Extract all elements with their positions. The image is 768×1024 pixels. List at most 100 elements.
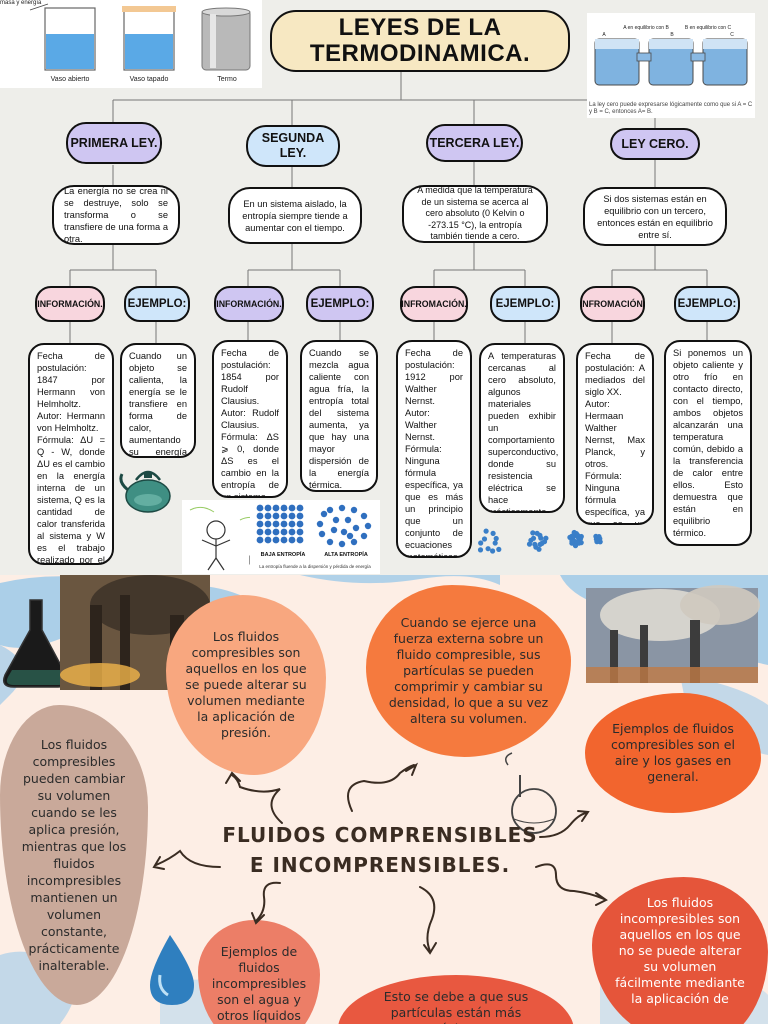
zero-law-caption: La ley cero puede expresarse lógicamente… <box>589 102 753 115</box>
fluids-title: FLUIDOS COMPRENSIBLES E INCOMPRENSIBLES. <box>220 820 540 880</box>
blob-compression-force-text: Cuando se ejerce una fuerza externa sobr… <box>388 615 549 726</box>
blob-incompressible-examples-text: Ejemplos de fluidos incompresibles son e… <box>211 944 307 1023</box>
entropy-particles-illustration <box>256 504 372 548</box>
high-entropy-particle <box>316 520 324 528</box>
spread-particle <box>496 546 502 552</box>
spread-particle <box>485 546 491 552</box>
low-entropy-particle <box>288 520 296 528</box>
spread-particle <box>481 536 488 542</box>
law-first-example-tag: EJEMPLO: <box>124 286 190 322</box>
kettle-icon <box>119 470 171 513</box>
zero-label-ab: A en equilibrio con B <box>623 25 669 31</box>
low-entropy-particle <box>280 536 288 544</box>
blob-particles-reason-text: Esto se debe a que sus partículas están … <box>383 989 529 1024</box>
law-first-example-text: Cuando un objeto se calienta, la energía… <box>129 351 187 457</box>
law-first-info-detail: Fecha de postulación: 1847 por Hermann v… <box>28 343 114 565</box>
law-first-description: La energía no se crea ni se destruye, so… <box>52 185 180 245</box>
vessels-top-caption: masa y energía <box>0 0 42 6</box>
spread-particle <box>490 548 496 554</box>
high-entropy-particle <box>338 540 346 548</box>
law-first-info-tag: INFORMACIÓN. <box>35 286 105 322</box>
low-entropy-particle <box>264 520 272 528</box>
law-zero-example-text: Si ponemos un objeto caliente y otro frí… <box>673 348 743 538</box>
spread-particle <box>478 540 484 546</box>
blob-compressible-definition-text: Los fluidos compresibles son aquellos en… <box>185 629 307 740</box>
blob-incompressible-definition: Los fluidos incompresibles son aquellos … <box>592 877 768 1024</box>
high-entropy-particle <box>320 510 328 518</box>
blob-compressible-examples-text: Ejemplos de fluidos compresibles son el … <box>611 721 735 784</box>
low-entropy-particle <box>256 536 264 544</box>
spread-particle <box>492 540 498 546</box>
low-entropy-particle <box>288 536 296 544</box>
high-entropy-particle <box>326 538 334 546</box>
law-third-description: A medida que la temperatura de un sistem… <box>402 185 548 243</box>
zero-vessel-c: C <box>730 32 734 38</box>
blob-compressible-examples: Ejemplos de fluidos compresibles son el … <box>585 693 761 813</box>
law-zero-example-tag: EJEMPLO: <box>674 286 740 322</box>
particle-spread-illustration <box>477 528 603 554</box>
high-entropy-particle <box>346 532 354 540</box>
zero-label-bc: B en equilibrio con C <box>684 25 732 31</box>
low-entropy-particle <box>296 504 304 512</box>
law-zero-description: Si dos sistemas están en equilibrio con … <box>583 187 727 246</box>
spread-particle <box>477 547 484 553</box>
law-third-example-text: A temperaturas cercanas al cero absoluto… <box>488 351 559 513</box>
vessel-label-lidded: Vaso tapado <box>129 76 169 83</box>
fluids-section: Los fluidos compresibles son aquellos en… <box>0 575 768 1024</box>
main-title-box: LEYES DE LA TERMODINAMICA. <box>270 10 570 72</box>
high-entropy-particle <box>364 522 372 530</box>
law-third-info-detail: Fecha de postulación: 1912 por Walther N… <box>396 340 472 558</box>
low-entropy-particle <box>296 520 304 528</box>
fluids-arrows <box>152 762 608 955</box>
spread-particle <box>572 543 579 549</box>
high-entropy-particle <box>332 516 340 524</box>
low-entropy-particle <box>280 504 288 512</box>
vessel-label-thermos: Termo <box>217 76 237 83</box>
law-third-example-tag: EJEMPLO: <box>490 286 560 322</box>
low-entropy-particle <box>288 504 296 512</box>
blob-compressible-definition: Los fluidos compresibles son aquellos en… <box>166 595 326 775</box>
low-entropy-label: BAJA ENTROPÍA <box>260 552 306 558</box>
spread-particle <box>539 540 545 546</box>
low-entropy-particle <box>264 512 272 520</box>
high-entropy-particle <box>350 506 358 514</box>
zero-vessel-a: A <box>602 32 606 38</box>
low-entropy-particle <box>272 504 280 512</box>
low-entropy-particle <box>256 528 264 536</box>
law-third-example-detail: A temperaturas cercanas al cero absoluto… <box>479 343 565 513</box>
law-third-info-tag: INFROMACIÓN. <box>400 286 468 322</box>
law-first-example-detail: Cuando un objeto se calienta, la energía… <box>120 343 196 458</box>
law-second-info-tag: INFORMACIÓN. <box>214 286 284 322</box>
law-zero-example-detail: Si ponemos un objeto caliente y otro frí… <box>664 340 752 546</box>
vessels-image: masa y energía Vaso abierto Vaso tapado … <box>0 0 262 88</box>
high-entropy-particle <box>344 516 352 524</box>
law-zero-info-text: Fecha de postulación: A mediados del sig… <box>585 351 645 525</box>
zero-vessel-b: B <box>670 32 674 38</box>
high-entropy-label: ALTA ENTROPÍA <box>324 552 368 558</box>
low-entropy-particle <box>280 528 288 536</box>
law-third-info-text: Fecha de postulación: 1912 por Walther N… <box>405 348 463 558</box>
spread-particle <box>493 535 499 542</box>
low-entropy-particle <box>280 520 288 528</box>
law-second-info-detail: Fecha de postulación: 1854 por Rudolf Cl… <box>212 340 288 498</box>
main-title-line2: TERMODINAMICA. <box>309 40 531 67</box>
law-second-example-detail: Cuando se mezcla agua caliente con agua … <box>300 340 378 492</box>
high-entropy-particle <box>326 506 334 514</box>
high-entropy-particle <box>330 526 338 534</box>
high-entropy-particle <box>352 524 360 532</box>
spread-particle <box>483 528 489 534</box>
low-entropy-particle <box>272 512 280 520</box>
low-entropy-particle <box>288 528 296 536</box>
low-entropy-particle <box>256 520 264 528</box>
high-entropy-particle <box>360 512 368 520</box>
spread-particle <box>538 535 544 541</box>
entropy-particles-image: BAJA ENTROPÍA ALTA ENTROPÍA La entropía … <box>250 500 380 574</box>
spread-particle <box>532 541 538 547</box>
low-entropy-particle <box>272 536 280 544</box>
fluids-title-line2: E INCOMPRENSIBLES. <box>249 853 511 877</box>
fluids-title-line1: FLUIDOS COMPRENSIBLES <box>222 823 538 847</box>
law-third-title: TERCERA LEY. <box>426 124 523 162</box>
entropy-caption: La entropía fluende a la dispersión y pé… <box>259 564 371 569</box>
main-title-line1: LEYES DE LA <box>338 14 502 41</box>
spread-particle <box>594 539 600 545</box>
